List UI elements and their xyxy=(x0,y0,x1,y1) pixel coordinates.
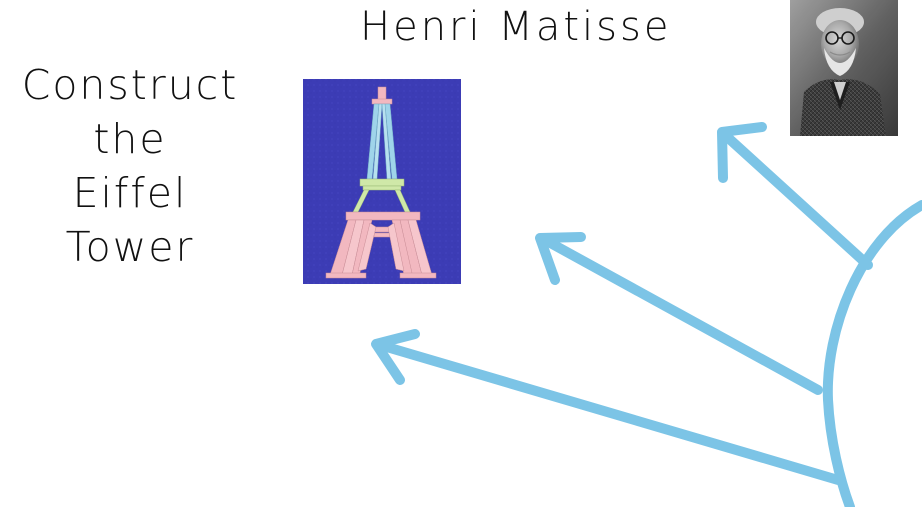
arrow-to-portrait xyxy=(720,130,873,270)
matisse-portrait-photo xyxy=(790,0,898,136)
arrowhead-portrait xyxy=(717,122,767,183)
instruction-line: Construct xyxy=(21,61,239,109)
instruction-line: the xyxy=(93,115,167,163)
arrow-to-craft xyxy=(540,235,823,395)
eiffel-tower-craft-photo xyxy=(300,77,466,288)
instruction-text: Construct the Eiffel Tower xyxy=(2,58,258,274)
person-portrait-icon xyxy=(790,0,898,136)
instruction-line: Tower xyxy=(65,223,195,271)
arrowhead-craft xyxy=(535,232,586,285)
eiffel-tower-craft-icon xyxy=(303,79,461,284)
central-node-arc xyxy=(822,200,922,507)
instruction-line: Eiffel xyxy=(72,169,188,217)
arrow-to-instruction xyxy=(375,340,843,485)
page-title: Henri Matisse xyxy=(360,4,672,50)
arrowhead-instruction xyxy=(371,329,420,385)
